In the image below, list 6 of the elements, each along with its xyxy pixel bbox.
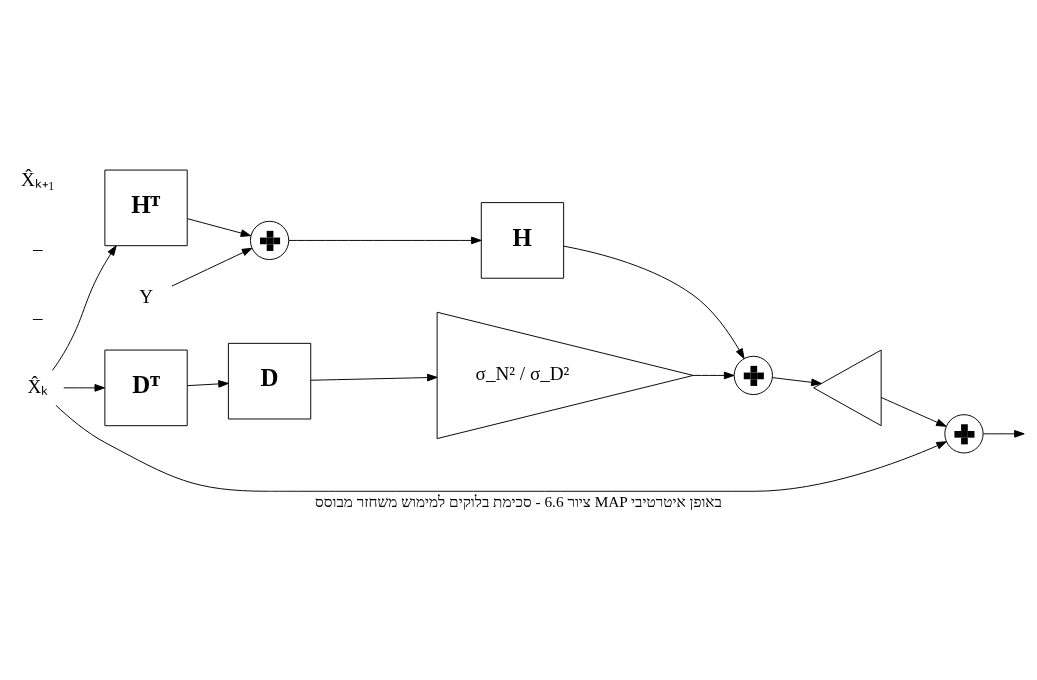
- node-text: Y: [139, 285, 153, 307]
- label: –: [33, 306, 43, 328]
- caption: ציור 6.6 - סכימת בלוקים למימוש משחזר מבוסס MAP באופן איטרטיבי: [315, 493, 722, 511]
- label: X̂ₖ₊₁: [21, 168, 55, 190]
- label: –: [33, 237, 43, 259]
- node-text: X̂ₖ: [27, 375, 49, 397]
